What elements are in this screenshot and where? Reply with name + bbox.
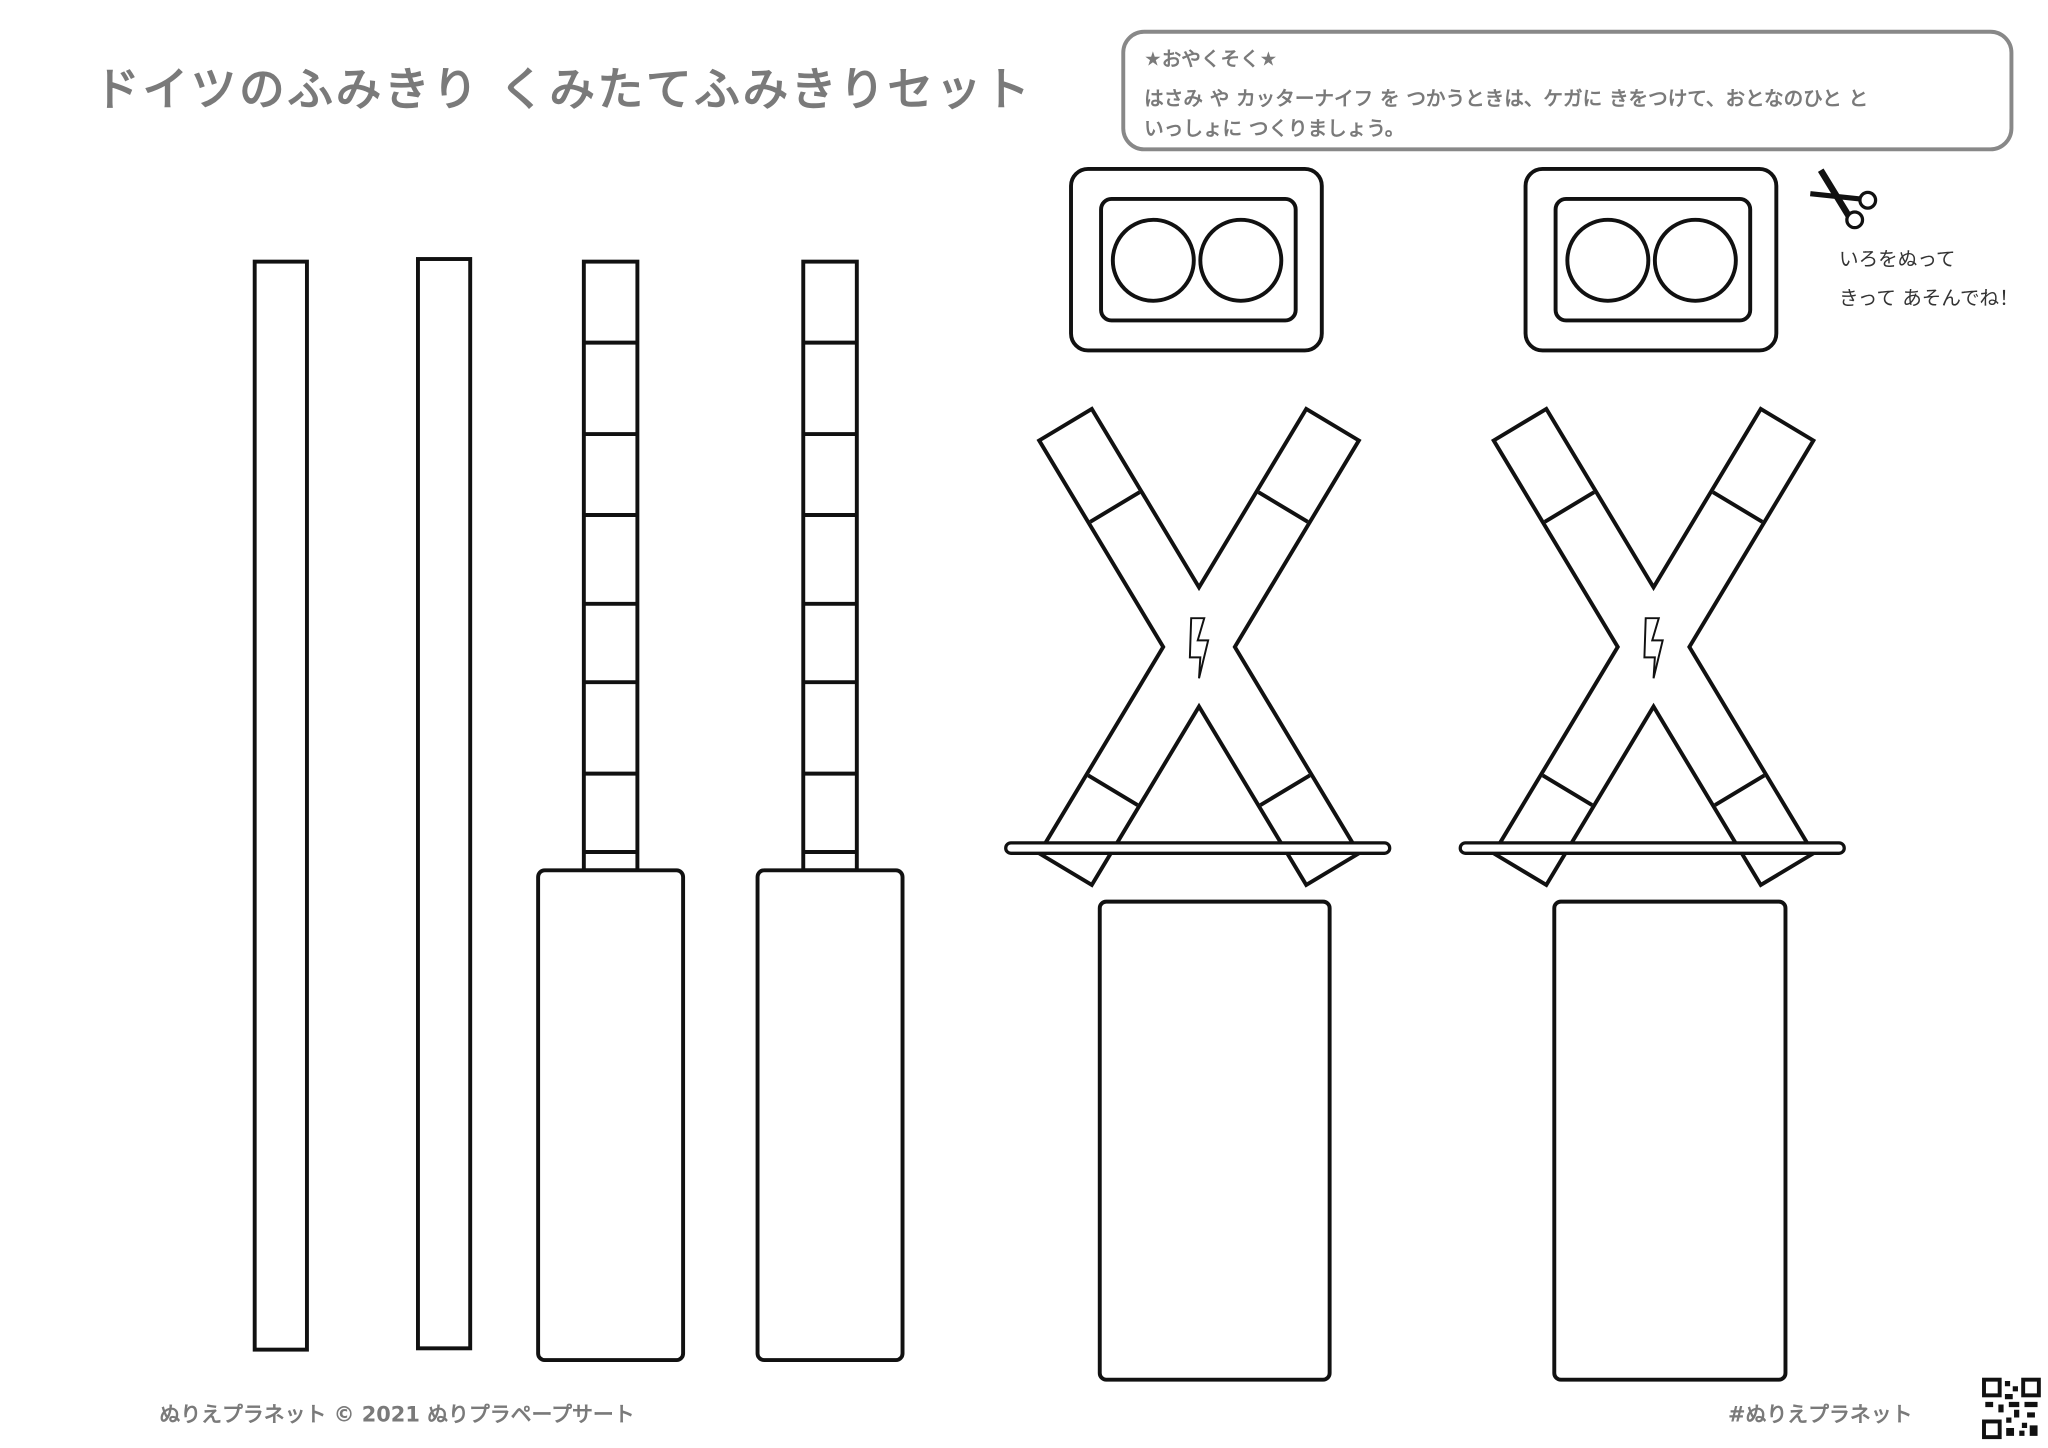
notice-heading: ★おやくそく★: [1144, 48, 1277, 71]
instruction-line-2: きって あそんでね！: [1839, 287, 2019, 310]
pole-base-1: [536, 868, 686, 1363]
signal-light-1: [1069, 166, 1324, 353]
striped-pole-1: [536, 259, 686, 1363]
instruction-line-1: いろをぬって: [1839, 248, 1956, 271]
lamp-left: [1565, 217, 1651, 303]
lightning-bolt-icon: [1188, 617, 1210, 679]
page-title: ドイツのふみきり くみたてふみきりセット: [94, 63, 1032, 116]
crossbuck-sign-1: [1004, 406, 1392, 888]
signal-light-2: [1523, 166, 1779, 353]
lightning-bolt-icon: [1643, 617, 1664, 679]
pole-base-2: [755, 868, 905, 1363]
notice-line-2: いっしょに つくりましょう。: [1144, 117, 1404, 140]
footer-hashtag: #ぬりえプラネット: [1728, 1402, 1913, 1426]
crossbar: [1004, 841, 1392, 855]
plain-pole-2: [416, 257, 473, 1351]
plain-pole-1: [252, 259, 309, 1352]
lamp-right: [1652, 217, 1738, 303]
footer-copyright: ぬりえプラネット © 2021 ぬりプラペープサート: [159, 1402, 634, 1426]
lamp-right: [1198, 217, 1284, 303]
striped-pole-2: [755, 259, 905, 1363]
lamp-left: [1110, 217, 1196, 303]
sign-base-1: [1097, 899, 1332, 1382]
scissors-icon: [1810, 168, 1878, 230]
qr-code-icon[interactable]: [1982, 1377, 2041, 1440]
sign-base-2: [1552, 899, 1788, 1382]
crossbuck-sign-2: [1458, 406, 1846, 888]
safety-notice: ★おやくそく★ はさみ や カッターナイフ を つかうときは、ケガに きをつけて…: [1121, 29, 2014, 152]
crossbar: [1458, 841, 1846, 855]
notice-line-1: はさみ や カッターナイフ を つかうときは、ケガに きをつけて、おとなのひと …: [1144, 87, 1868, 110]
